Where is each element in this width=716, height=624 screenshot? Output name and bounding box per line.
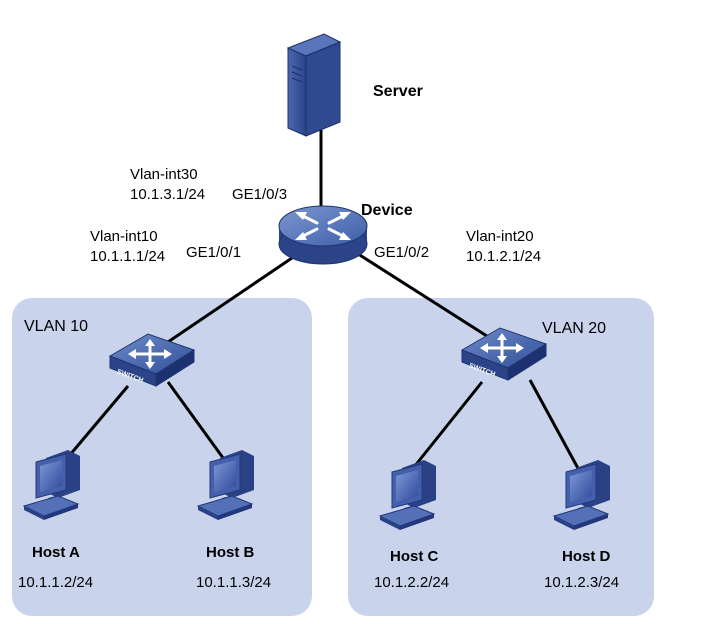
- server-icon: [286, 33, 342, 137]
- device-label: Device: [361, 202, 413, 219]
- vlan-int10-label: Vlan-int10: [90, 228, 158, 245]
- links: [62, 130, 582, 473]
- server-label: Server: [373, 83, 423, 100]
- vlan-int20-label: Vlan-int20: [466, 228, 534, 245]
- port-ge1-0-3: GE1/0/3: [232, 186, 288, 203]
- vlan-int30-ip: 10.1.3.1/24: [130, 186, 206, 203]
- link-switch10-hosta: [62, 385, 130, 463]
- host-a-name: Host A: [32, 544, 80, 561]
- host-c-ip: 10.1.2.2/24: [374, 574, 450, 591]
- host-b-name: Host B: [206, 544, 255, 561]
- vlan10-label: VLAN 10: [24, 318, 89, 335]
- host-c-name: Host C: [390, 548, 439, 565]
- port-ge1-0-2: GE1/0/2: [374, 244, 430, 261]
- link-switch20-hostd: [528, 379, 582, 473]
- vlan-int10-ip: 10.1.1.1/24: [90, 248, 166, 265]
- device-router-icon: [278, 205, 368, 265]
- vlan10-area: [12, 298, 312, 616]
- host-a-ip: 10.1.1.2/24: [18, 574, 94, 591]
- host-d-name: Host D: [562, 548, 611, 565]
- vlan20-label: VLAN 20: [542, 320, 607, 337]
- port-ge1-0-1: GE1/0/1: [186, 244, 242, 261]
- vlan-int30-label: Vlan-int30: [130, 166, 198, 183]
- vlan20-area: [348, 298, 654, 616]
- link-device-switch20: [354, 250, 491, 340]
- link-device-switch10: [164, 256, 293, 346]
- host-d-ip: 10.1.2.3/24: [544, 574, 620, 591]
- link-switch20-hostc: [408, 381, 484, 473]
- vlan-int20-ip: 10.1.2.1/24: [466, 248, 542, 265]
- link-switch10-hostb: [166, 381, 228, 463]
- host-b-ip: 10.1.1.3/24: [196, 574, 272, 591]
